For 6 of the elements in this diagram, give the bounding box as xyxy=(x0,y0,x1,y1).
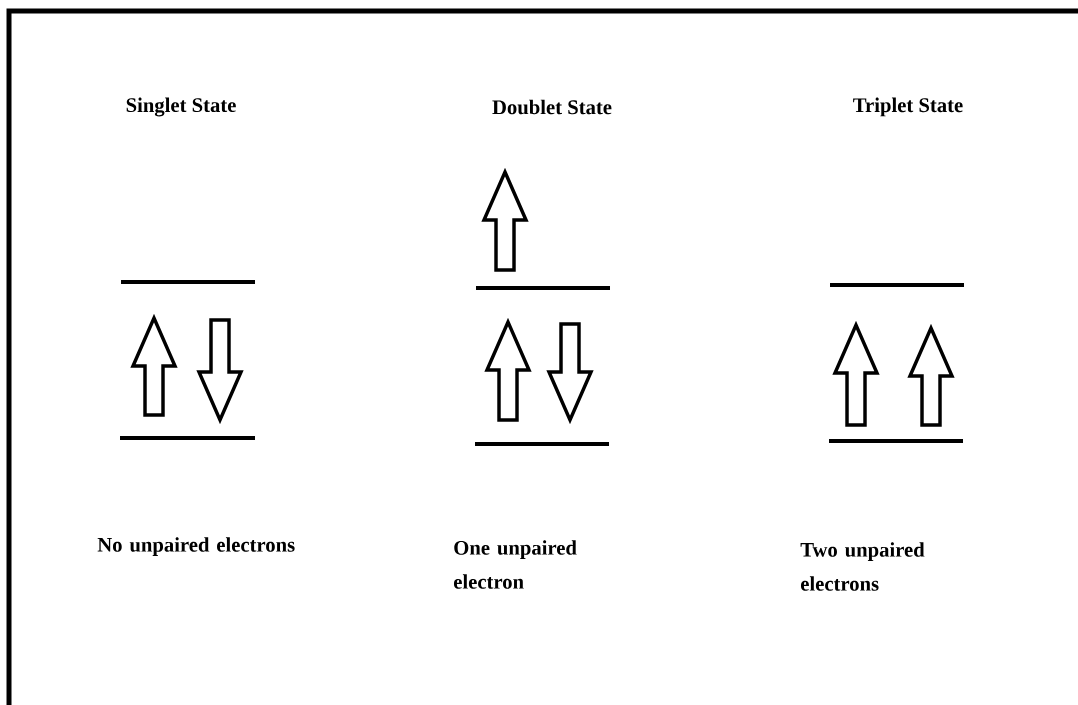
caption-text: No unpaired electrons xyxy=(97,537,295,556)
state-title: Triplet State xyxy=(853,97,963,117)
caption-text: One unpaired electron xyxy=(454,540,577,589)
caption-text: Two unpaired electrons xyxy=(800,542,925,591)
state-title: Doublet State xyxy=(492,99,612,115)
state-title: Singlet State xyxy=(126,97,236,117)
